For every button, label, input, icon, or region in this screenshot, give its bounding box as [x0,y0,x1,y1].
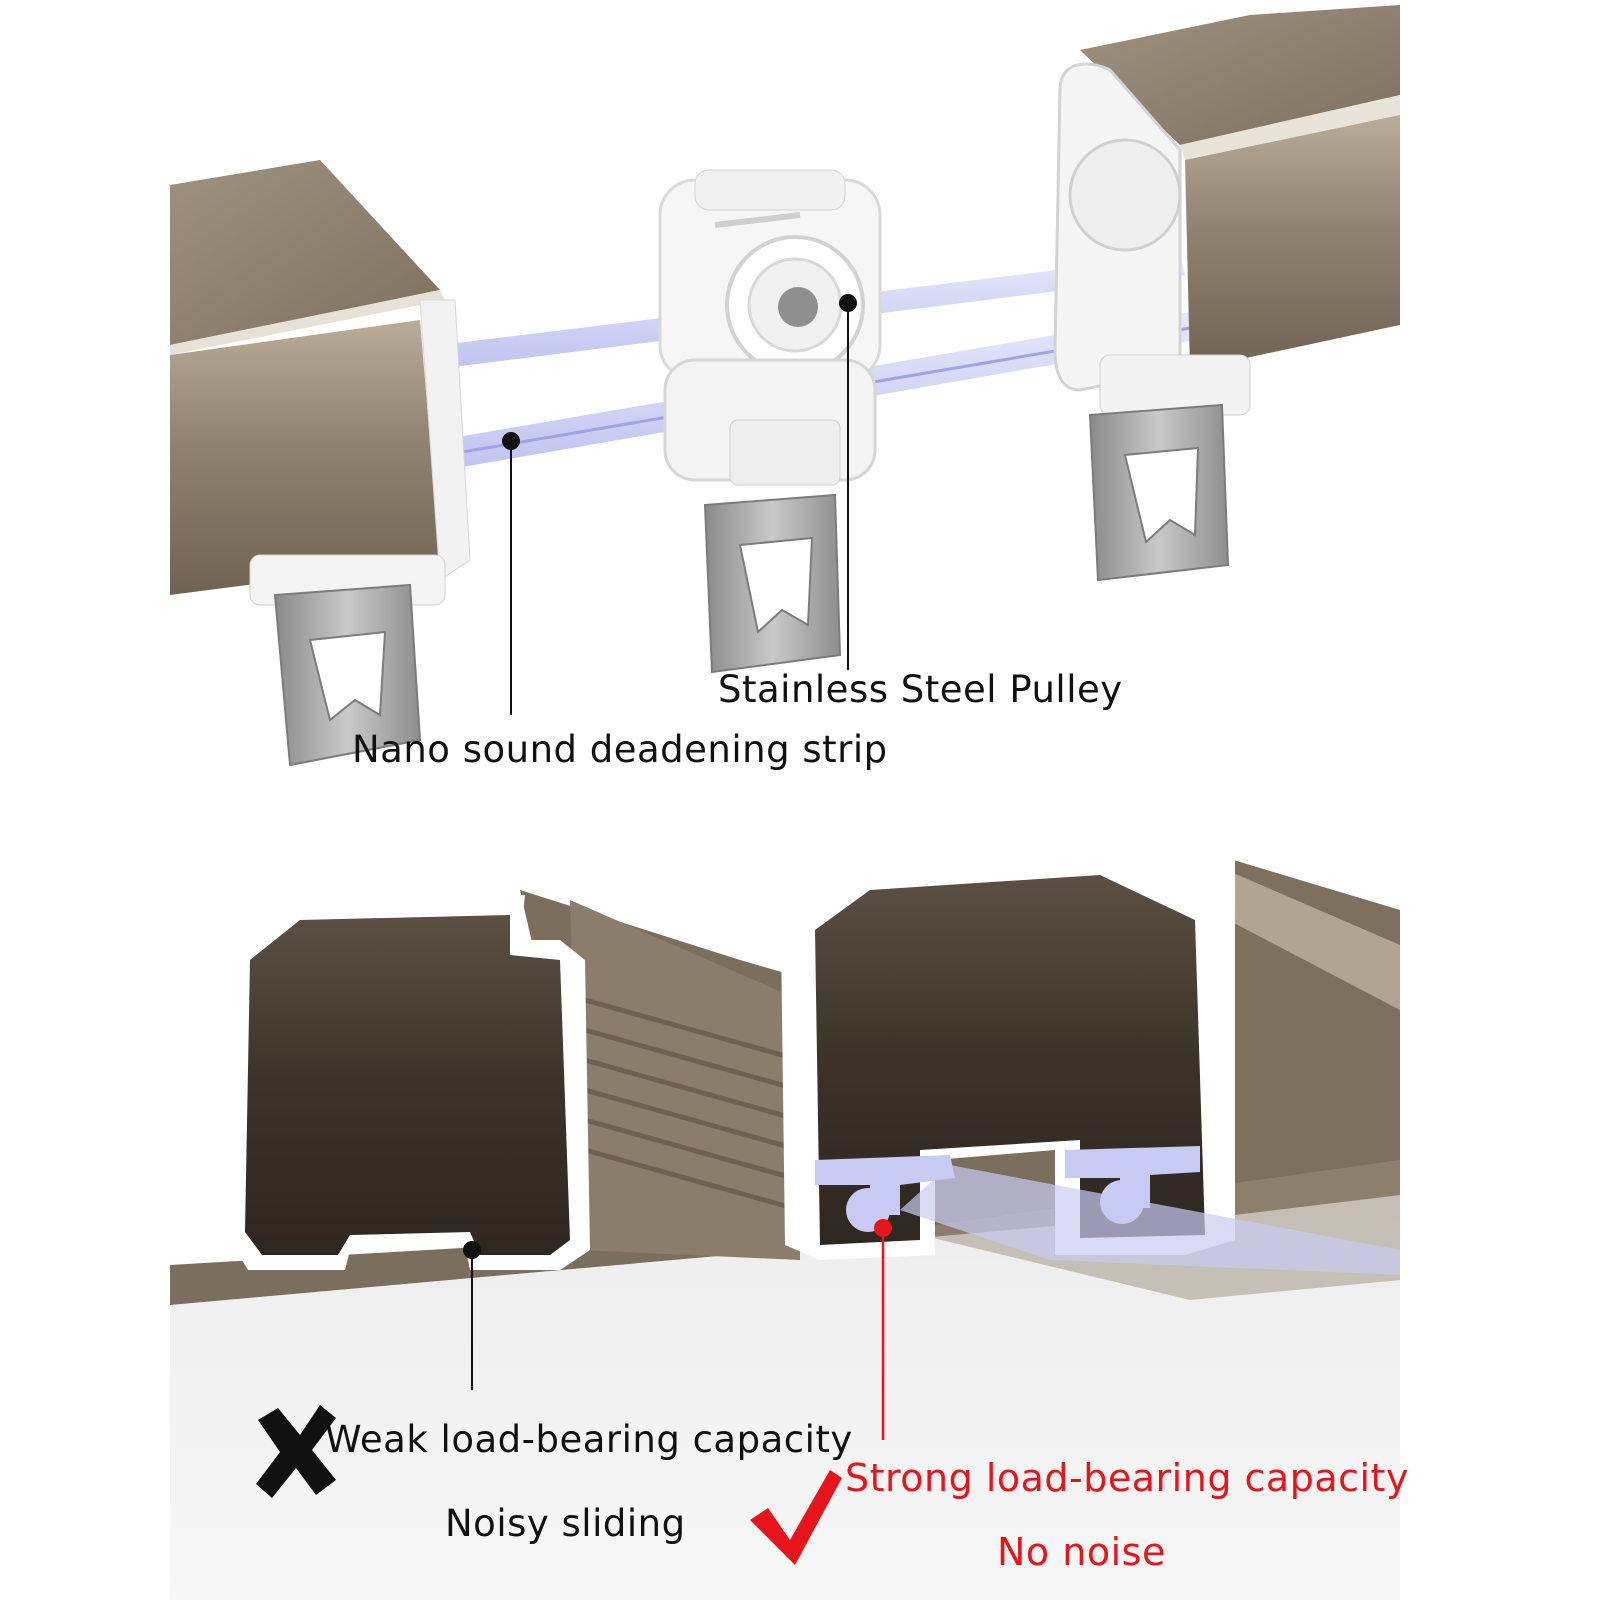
noisy-label: Noisy sliding [445,1502,686,1545]
right-rail [1053,5,1400,582]
middle-pulley-carriage [658,169,882,674]
strong-label: Strong load-bearing capacity [845,1456,1409,1500]
bottom-comparison [170,820,1400,1600]
left-hanger [249,554,446,767]
strip-label: Nano sound deadening strip [352,728,888,771]
new-profile-strips [815,1146,1400,1275]
no-noise-label: No noise [997,1530,1166,1574]
x-mark-icon [256,1405,336,1498]
weak-pointer [463,1241,481,1390]
pulley-label: Stainless Steel Pulley [718,668,1123,711]
strong-pointer [874,1219,892,1440]
pulley-pointer [839,294,857,670]
top-rail-assembly [170,5,1400,767]
check-mark-icon [750,1470,842,1565]
new-rail-profile [780,820,1400,1300]
weak-label: Weak load-bearing capacity [325,1418,853,1461]
strip-pointer [502,432,520,715]
left-rail [170,160,471,595]
